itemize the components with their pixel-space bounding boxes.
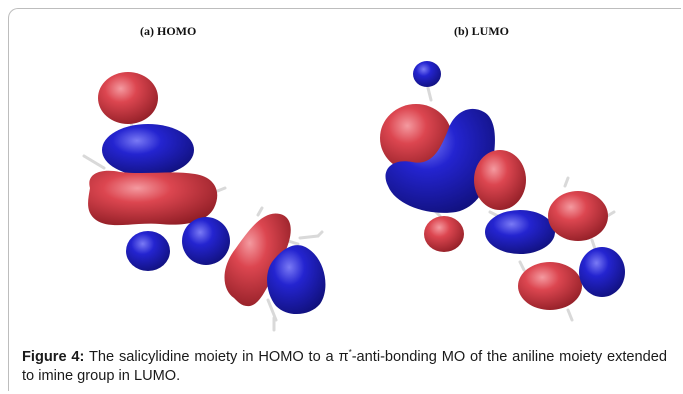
- caption-prefix: Figure 4:: [22, 349, 85, 365]
- panel-label-lumo: (b) LUMO: [454, 24, 509, 38]
- lumo-lobe: [485, 210, 555, 254]
- figure-caption: Figure 4: The salicylidine moiety in HOM…: [22, 348, 667, 386]
- lumo-orbital: [380, 61, 625, 322]
- homo-lobe: [126, 231, 170, 271]
- lumo-lobe: [380, 104, 452, 172]
- lumo-lobe: [474, 150, 526, 210]
- figure-frame: [8, 8, 681, 391]
- lumo-lobe: [424, 216, 464, 252]
- homo-lobe: [182, 217, 230, 265]
- caption-text-before: The salicylidine moiety in HOMO to a π: [84, 349, 349, 365]
- lumo-lobe: [518, 262, 582, 310]
- homo-lobe: [102, 124, 194, 176]
- lumo-lobe: [579, 247, 625, 297]
- homo-orbital: [82, 72, 326, 332]
- caption-superscript: *: [348, 348, 352, 358]
- homo-lobe: [98, 72, 158, 124]
- homo-lobe: [267, 245, 326, 315]
- lumo-lobe: [385, 108, 495, 213]
- panel-label-homo: (a) HOMO: [140, 24, 197, 38]
- homo-lobe: [88, 170, 218, 226]
- caption-text-after: -anti-bonding MO of the aniline moiety e…: [22, 349, 668, 384]
- lumo-lobe: [548, 191, 608, 241]
- lumo-lobe: [413, 61, 441, 87]
- homo-lobe: [224, 213, 291, 307]
